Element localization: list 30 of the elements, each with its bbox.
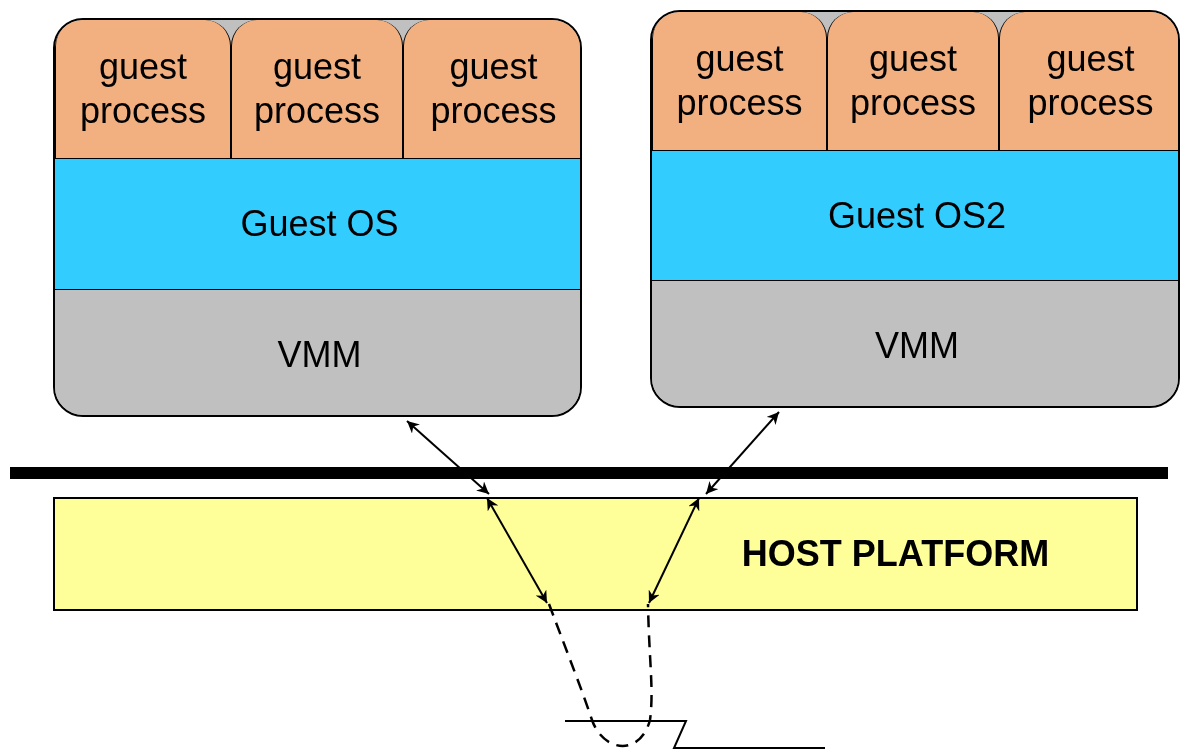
platform-label: HOST PLATFORM [741, 532, 1050, 576]
process-label: guest process [429, 45, 558, 133]
vmm-layer [652, 280, 1178, 406]
double-arrow [486, 497, 548, 604]
process-box [999, 12, 1178, 150]
vm-box [53, 18, 582, 417]
process-box [55, 20, 231, 158]
vmm-label: VMM [875, 323, 959, 368]
double-arrow [406, 420, 490, 495]
process-label: guest process [252, 45, 382, 133]
process-label: guest process [675, 37, 804, 125]
process-box [403, 20, 580, 158]
process-box [827, 12, 999, 150]
vm-box [650, 10, 1180, 408]
vmm-label: VMM [277, 332, 362, 377]
double-arrow [648, 497, 700, 604]
double-arrow [705, 411, 780, 495]
process-label: guest process [1026, 37, 1155, 125]
vmm-layer [55, 289, 580, 415]
os-label: Guest OS2 [827, 193, 1007, 238]
process-box [652, 12, 827, 150]
os-layer [55, 158, 580, 289]
process-label: guest process [78, 45, 208, 133]
platform-box [53, 497, 1138, 611]
process-label: guest process [848, 37, 978, 125]
dashed-curve [547, 603, 653, 747]
separator-bar [10, 467, 1168, 479]
os-layer [652, 150, 1178, 280]
os-label: Guest OS [240, 202, 399, 246]
process-box [231, 20, 403, 158]
